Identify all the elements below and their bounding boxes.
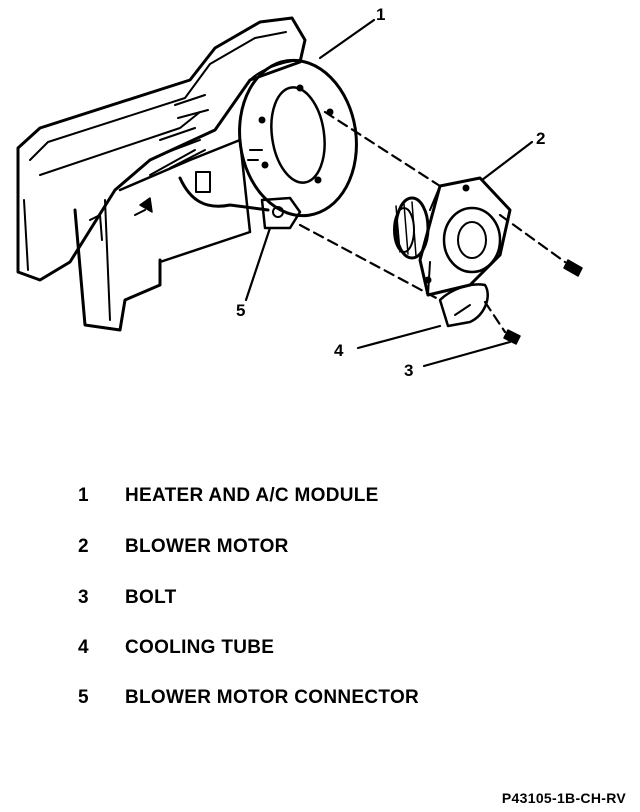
alignment-lines: [298, 110, 567, 334]
bolts: [503, 259, 583, 345]
legend-number: 4: [78, 637, 89, 658]
exploded-view-diagram: [16, 16, 583, 368]
callout-1: 1: [376, 5, 386, 24]
callout-2: 2: [536, 129, 546, 148]
legend-description: HEATER AND A/C MODULE: [125, 485, 379, 506]
legend-row: 2 BLOWER MOTOR: [78, 535, 289, 559]
callout-4: 4: [334, 341, 344, 360]
legend-row: 4 COOLING TUBE: [78, 636, 274, 660]
legend-row: 3 BOLT: [78, 586, 177, 610]
legend-number: 3: [78, 587, 89, 608]
legend-description: BLOWER MOTOR CONNECTOR: [125, 687, 420, 708]
figure-code: P43105-1B-CH-RV: [501, 790, 626, 806]
legend-description: BLOWER MOTOR: [125, 536, 289, 557]
legend-row: 1 HEATER AND A/C MODULE: [78, 484, 379, 508]
callout-3: 3: [404, 361, 414, 380]
legend-number: 2: [78, 536, 89, 557]
legend-description: BOLT: [125, 587, 177, 608]
legend-number: 5: [78, 687, 89, 708]
callout-5: 5: [236, 301, 246, 320]
leader-lines: [244, 18, 534, 368]
legend-number: 1: [78, 485, 89, 506]
blower-opening-ring: [238, 58, 358, 218]
legend-description: COOLING TUBE: [125, 637, 275, 658]
blower-motor: [393, 176, 512, 297]
cooling-tube: [438, 283, 489, 328]
heater-ac-module: [16, 16, 307, 332]
blower-motor-connector: [260, 196, 302, 230]
legend-row: 5 BLOWER MOTOR CONNECTOR: [78, 686, 419, 710]
